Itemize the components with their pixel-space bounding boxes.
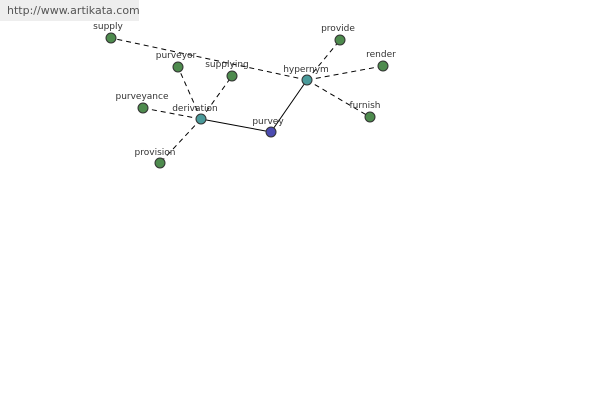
- edge-purvey-hypernym: [270, 79, 308, 133]
- node-purveyance[interactable]: [137, 102, 149, 114]
- graph-edges: [110, 37, 384, 164]
- label-hypernym: hypernym: [283, 65, 329, 75]
- node-provide[interactable]: [334, 34, 346, 46]
- edge-derivation-provision: [159, 118, 202, 164]
- label-furnish: furnish: [349, 101, 380, 111]
- node-purvey[interactable]: [265, 126, 277, 138]
- edge-hypernym-supply: [110, 37, 308, 81]
- node-purveyor[interactable]: [172, 61, 184, 73]
- label-purvey: purvey: [252, 117, 284, 127]
- node-provision[interactable]: [154, 157, 166, 169]
- edge-hypernym-furnish: [306, 79, 371, 118]
- graph-labels: supply purveyor supplying purveyance pro…: [93, 22, 396, 158]
- node-furnish[interactable]: [364, 111, 376, 123]
- edge-derivation-purveyance: [142, 107, 202, 120]
- label-provide: provide: [321, 24, 355, 34]
- node-hypernym[interactable]: [301, 74, 313, 86]
- label-purveyor: purveyor: [156, 51, 197, 61]
- label-provision: provision: [135, 148, 176, 158]
- node-supplying[interactable]: [226, 70, 238, 82]
- edge-purvey-derivation: [200, 118, 272, 133]
- node-supply[interactable]: [105, 32, 117, 44]
- node-render[interactable]: [377, 60, 389, 72]
- node-derivation[interactable]: [195, 113, 207, 125]
- edge-derivation-purveyor: [177, 66, 202, 120]
- label-supplying: supplying: [205, 60, 249, 70]
- edge-hypernym-render: [306, 65, 384, 81]
- label-derivation: derivation: [172, 104, 218, 114]
- label-supply: supply: [93, 22, 123, 32]
- source-url-watermark: http://www.artikata.com: [0, 0, 140, 21]
- graph-nodes: [105, 32, 389, 169]
- label-purveyance: purveyance: [115, 92, 168, 102]
- label-render: render: [366, 50, 396, 60]
